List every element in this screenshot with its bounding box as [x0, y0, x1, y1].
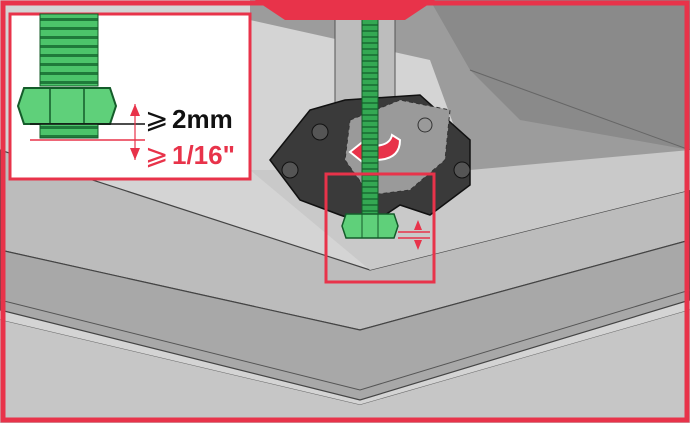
floor — [0, 310, 690, 423]
threaded-rod — [361, 0, 379, 236]
detail-highlight-box — [324, 172, 436, 284]
right-wall — [430, 0, 690, 150]
inset-clearance-metric: 2mm — [172, 104, 233, 134]
inset-bolt-thread — [39, 13, 99, 87]
dimension-arrows-icon — [398, 220, 430, 250]
inset-nut — [16, 87, 118, 125]
inset-clearance-imperial: 1/16" — [172, 140, 235, 170]
hex-nut — [341, 213, 399, 239]
base-tray-side — [0, 239, 690, 401]
inset-ge-symbol-imperial: ⩾ — [145, 138, 168, 171]
detail-inset: ⩾ 2mm ⩾ 1/16" — [8, 12, 252, 181]
inset-bolt-tip — [39, 123, 99, 139]
inset-ge-symbol-metric: ⩾ — [145, 102, 168, 135]
